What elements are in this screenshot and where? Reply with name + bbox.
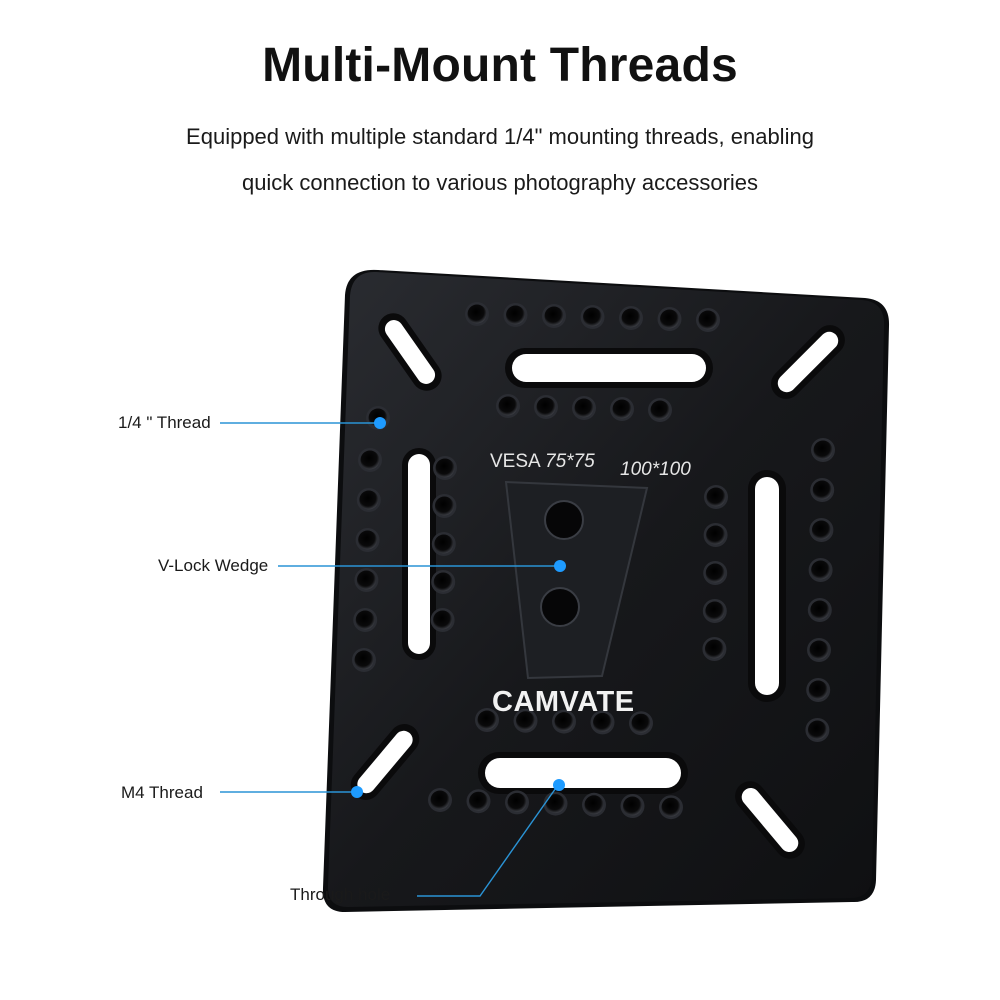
threaded-hole [811, 560, 831, 580]
callout-through-hole: Through hole [290, 885, 391, 904]
threaded-hole [355, 610, 375, 630]
threaded-hole [359, 490, 379, 510]
callout-v-lock-wedge: V-Lock Wedge [158, 556, 269, 575]
brand-logo: CAMVATE [492, 686, 635, 718]
engraving-vesa: VESA [490, 451, 541, 472]
threaded-hole [433, 572, 453, 592]
threaded-hole [706, 487, 726, 507]
threaded-hole [583, 307, 602, 327]
threaded-hole [808, 680, 828, 700]
threaded-hole [574, 398, 594, 418]
threaded-hole [433, 610, 453, 630]
threaded-hole [621, 308, 641, 328]
corner-slot-top-left [378, 313, 442, 391]
threaded-hole [544, 306, 564, 326]
threaded-hole [705, 563, 725, 583]
threaded-hole [506, 305, 525, 325]
dot-through-hole [553, 779, 565, 791]
threaded-hole [706, 525, 726, 545]
description-line-1: Equipped with multiple standard 1/4" mou… [186, 124, 814, 149]
threaded-hole [430, 790, 450, 810]
threaded-hole [698, 310, 718, 330]
threaded-hole [354, 650, 374, 670]
threaded-hole [536, 397, 556, 417]
dot-m4-thread [351, 786, 363, 798]
dot-quarter-inch-thread [374, 417, 386, 429]
threaded-hole [593, 712, 612, 732]
corner-slot-bottom-right [735, 781, 805, 859]
corner-slot-top-right [771, 325, 845, 399]
threaded-hole [810, 600, 830, 620]
threaded-hole [584, 795, 604, 815]
leader-through-hole [417, 784, 559, 897]
threaded-hole [469, 791, 488, 811]
callout-quarter-inch-thread: 1/4 " Thread [118, 413, 211, 432]
threaded-hole [477, 710, 497, 730]
v-lock-wedge [504, 480, 649, 680]
threaded-hole [356, 570, 376, 590]
threaded-hole [612, 399, 632, 419]
threaded-hole [811, 520, 831, 540]
threaded-hole [434, 534, 454, 554]
threaded-hole [498, 396, 518, 416]
threaded-hole [661, 797, 681, 817]
threaded-hole [650, 400, 670, 420]
engraving-75: 75*75 [545, 451, 595, 472]
threaded-hole [623, 796, 642, 816]
threaded-hole [516, 711, 535, 731]
threaded-hole [813, 440, 833, 460]
threaded-hole [631, 713, 651, 733]
callout-dots [351, 417, 566, 798]
threaded-hole [435, 458, 455, 478]
threaded-hole [507, 792, 527, 812]
vesa-engraving: VESA 75*75 100*100 [490, 451, 691, 480]
dot-v-lock-wedge [554, 560, 566, 572]
through-hole-slots [350, 313, 845, 859]
callout-lines [220, 422, 559, 897]
description-line-2: quick connection to various photography … [241, 170, 759, 195]
threaded-hole [434, 496, 454, 516]
threaded-hole [704, 639, 724, 659]
threaded-hole [705, 601, 725, 621]
page-title: Multi-Mount Threads [262, 39, 738, 92]
threaded-hole [807, 720, 827, 740]
engraving-100: 100*100 [620, 459, 691, 480]
threaded-holes [352, 302, 835, 820]
callout-m4-thread: M4 Thread [121, 783, 203, 802]
threaded-hole [358, 530, 378, 550]
threaded-hole [660, 309, 679, 329]
threaded-hole [809, 640, 829, 660]
threaded-hole [360, 450, 380, 470]
corner-slot-bottom-left [350, 724, 420, 800]
threaded-hole [554, 712, 574, 732]
threaded-hole [546, 794, 565, 814]
threaded-hole [812, 480, 832, 500]
threaded-hole [467, 304, 487, 324]
